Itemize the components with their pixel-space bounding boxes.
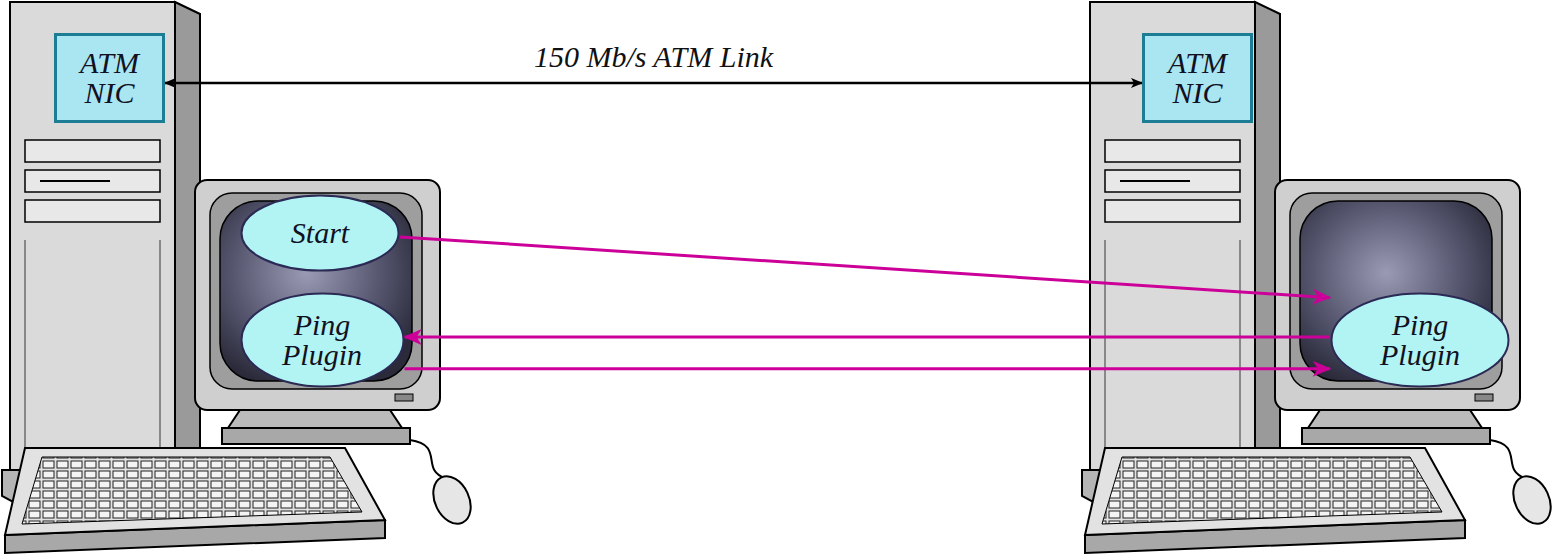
- node-text: ATM NIC: [62, 48, 157, 108]
- link-label: 150 Mb/s ATM Link: [528, 40, 779, 73]
- plugin-ellipse: Ping Plugin: [240, 292, 405, 388]
- ellipse-shape: [1332, 294, 1509, 387]
- node-text: Ping Plugin: [1370, 310, 1470, 370]
- node-text: Start: [291, 218, 349, 248]
- message-arrow: [405, 336, 1331, 339]
- nic-box: ATM NIC: [54, 33, 165, 123]
- start-ellipse: Start: [240, 194, 400, 272]
- node-text: Ping Plugin: [272, 310, 372, 370]
- link-arrow: [165, 82, 1142, 85]
- plugin-ellipse: Ping Plugin: [1330, 292, 1510, 388]
- left-computer: [2, 2, 478, 553]
- message-arrow: [405, 367, 1331, 370]
- node-text: ATM NIC: [1150, 48, 1245, 108]
- ellipse-shape: [242, 196, 399, 271]
- ellipse-shape: [241, 294, 403, 387]
- nic-box: ATM NIC: [1142, 33, 1253, 123]
- right-computer: [1082, 2, 1558, 553]
- message-arrow: [400, 237, 1330, 298]
